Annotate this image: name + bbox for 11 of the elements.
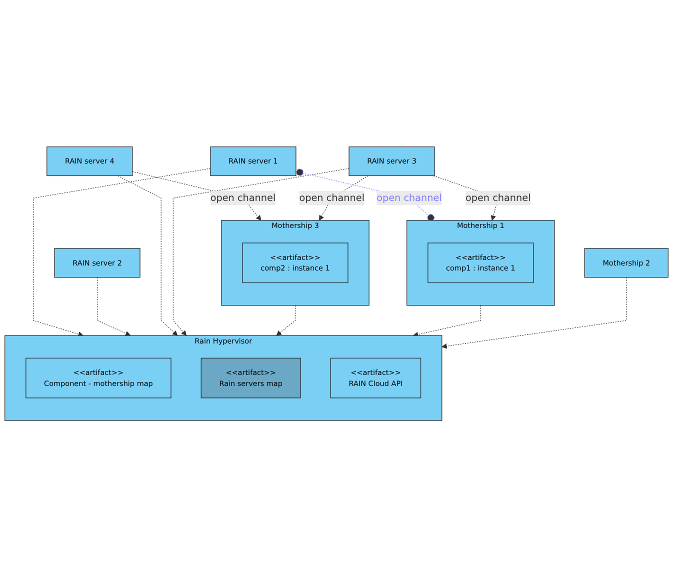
arrow <box>33 168 211 337</box>
edge-label: open channel <box>376 192 442 204</box>
arrow <box>413 305 481 338</box>
edge-label: open channel <box>210 192 276 204</box>
arrow <box>117 176 178 336</box>
edge-label: open channel <box>465 192 531 204</box>
arrow <box>276 305 296 336</box>
edge-label: open channel <box>299 192 365 204</box>
arrow <box>172 168 350 336</box>
arrow <box>442 277 627 350</box>
arrow <box>96 277 131 336</box>
